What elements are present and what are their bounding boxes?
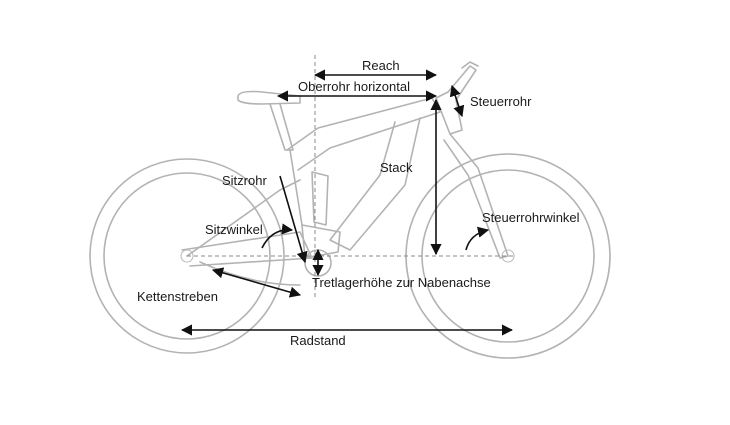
label-bb-height: Tretlagerhöhe zur Nabenachse <box>312 275 491 290</box>
label-head-angle: Steuerrohrwinkel <box>482 210 580 225</box>
label-seat-angle: Sitzwinkel <box>205 222 263 237</box>
head-angle-arc <box>465 226 490 251</box>
label-stack: Stack <box>380 160 413 175</box>
label-head-tube: Steuerrohr <box>470 94 532 109</box>
seat-angle-arc <box>261 223 294 249</box>
label-chainstays: Kettenstreben <box>137 289 218 304</box>
label-seat-tube: Sitzrohr <box>222 173 267 188</box>
dimension-lines <box>180 69 514 336</box>
head-tube-arrow <box>449 84 465 118</box>
label-top-tube-horizontal: Oberrohr horizontal <box>298 79 410 94</box>
seat-tube-arrow <box>279 175 308 264</box>
chainstay-arrow <box>211 267 302 298</box>
rear-wheel <box>89 158 285 354</box>
label-reach: Reach <box>362 58 400 73</box>
label-wheelbase: Radstand <box>290 333 346 348</box>
